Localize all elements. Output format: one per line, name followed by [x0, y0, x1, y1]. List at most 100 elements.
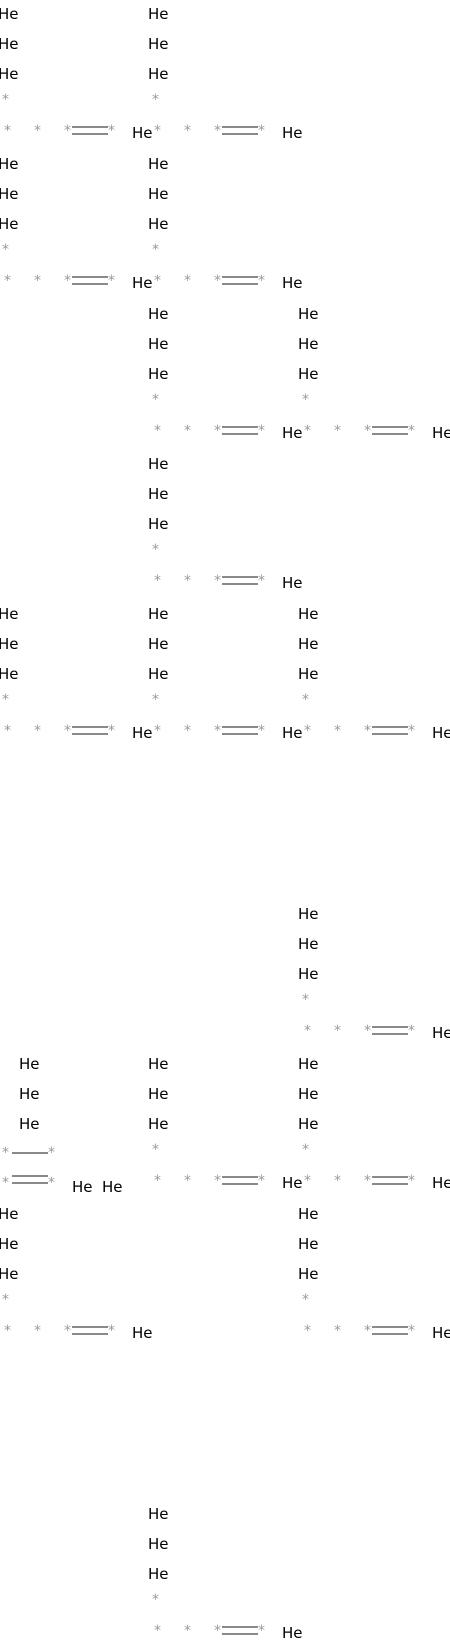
attachment-point-star: *	[302, 992, 309, 1008]
atom-label-he: He	[0, 185, 19, 203]
atom-label-he: He	[148, 65, 169, 83]
double-bond-line	[222, 425, 258, 437]
atom-label-he: He	[298, 605, 319, 623]
attachment-point-star: *	[334, 1023, 341, 1039]
attachment-point-star: *	[64, 723, 71, 739]
double-bond-line	[222, 1175, 258, 1187]
atom-label-he: He	[148, 1115, 169, 1133]
attachment-point-star: *	[184, 123, 191, 139]
attachment-point-star: *	[152, 92, 159, 108]
double-bond-line	[12, 1174, 48, 1186]
double-bond-line	[222, 275, 258, 287]
double-bond-line	[222, 125, 258, 137]
attachment-point-star: *	[64, 1323, 71, 1339]
atom-label-he: He	[282, 274, 303, 292]
attachment-point-star: *	[48, 1175, 55, 1191]
attachment-point-star: *	[304, 723, 311, 739]
attachment-point-star: *	[258, 123, 265, 139]
atom-label-he: He	[148, 1505, 169, 1523]
atom-label-he: He	[19, 1055, 40, 1073]
atom-label-he: He	[19, 1085, 40, 1103]
atom-label-he: He	[282, 1174, 303, 1192]
atom-label-he: He	[132, 1324, 153, 1342]
atom-label-he: He	[298, 905, 319, 923]
attachment-point-star: *	[184, 1173, 191, 1189]
attachment-point-star: *	[364, 1323, 371, 1339]
attachment-point-star: *	[152, 542, 159, 558]
atom-label-he: He	[298, 1085, 319, 1103]
attachment-point-star: *	[258, 723, 265, 739]
attachment-point-star: *	[152, 1142, 159, 1158]
attachment-point-star: *	[154, 1623, 161, 1639]
double-bond-line	[222, 725, 258, 737]
attachment-point-star: *	[214, 573, 221, 589]
atom-label-he: He	[148, 605, 169, 623]
atom-label-he: He	[148, 665, 169, 683]
attachment-point-star: *	[108, 123, 115, 139]
attachment-point-star: *	[364, 423, 371, 439]
attachment-point-star: *	[2, 1175, 9, 1191]
attachment-point-star: *	[214, 423, 221, 439]
atom-label-he: He	[148, 635, 169, 653]
attachment-point-star: *	[64, 123, 71, 139]
attachment-point-star: *	[364, 1173, 371, 1189]
atom-label-he: He	[298, 1055, 319, 1073]
atom-label-he: He	[282, 124, 303, 142]
atom-label-he: He	[282, 724, 303, 742]
double-bond-line	[72, 725, 108, 737]
double-bond-line	[372, 1325, 408, 1337]
double-bond-line	[72, 125, 108, 137]
attachment-point-star: *	[214, 723, 221, 739]
attachment-point-star: *	[184, 573, 191, 589]
double-bond-line	[72, 1325, 108, 1337]
atom-label-he: He	[0, 5, 19, 23]
atom-label-he: He	[298, 305, 319, 323]
attachment-point-star: *	[302, 392, 309, 408]
attachment-point-star: *	[258, 423, 265, 439]
atom-label-he: He	[298, 935, 319, 953]
double-bond-line	[372, 1175, 408, 1187]
attachment-point-star: *	[4, 123, 11, 139]
atom-label-he: He	[432, 1174, 450, 1192]
attachment-point-star: *	[2, 242, 9, 258]
attachment-point-star: *	[408, 1323, 415, 1339]
atom-label-he: He	[72, 1178, 93, 1196]
attachment-point-star: *	[154, 1173, 161, 1189]
attachment-point-star: *	[302, 1142, 309, 1158]
attachment-point-star: *	[184, 423, 191, 439]
attachment-point-star: *	[304, 423, 311, 439]
atom-label-he: He	[298, 635, 319, 653]
atom-label-he: He	[0, 1235, 19, 1253]
attachment-point-star: *	[334, 1323, 341, 1339]
attachment-point-star: *	[364, 723, 371, 739]
atom-label-he: He	[148, 485, 169, 503]
atom-label-he: He	[298, 335, 319, 353]
atom-label-he: He	[148, 1565, 169, 1583]
atom-label-he: He	[148, 305, 169, 323]
attachment-point-star: *	[214, 1173, 221, 1189]
atom-label-he: He	[298, 1235, 319, 1253]
attachment-point-star: *	[334, 723, 341, 739]
atom-label-he: He	[102, 1178, 123, 1196]
atom-label-he: He	[148, 515, 169, 533]
attachment-point-star: *	[2, 1292, 9, 1308]
attachment-point-star: *	[154, 573, 161, 589]
atom-label-he: He	[148, 155, 169, 173]
double-bond-line	[372, 1025, 408, 1037]
attachment-point-star: *	[48, 1145, 55, 1161]
atom-label-he: He	[0, 605, 19, 623]
atom-label-he: He	[19, 1115, 40, 1133]
attachment-point-star: *	[184, 273, 191, 289]
attachment-point-star: *	[334, 423, 341, 439]
attachment-point-star: *	[214, 273, 221, 289]
attachment-point-star: *	[154, 723, 161, 739]
atom-label-he: He	[132, 274, 153, 292]
atom-label-he: He	[148, 35, 169, 53]
attachment-point-star: *	[2, 692, 9, 708]
double-bond-line	[222, 1625, 258, 1637]
atom-label-he: He	[148, 365, 169, 383]
atom-label-he: He	[148, 335, 169, 353]
attachment-point-star: *	[4, 1323, 11, 1339]
atom-label-he: He	[0, 1265, 19, 1283]
